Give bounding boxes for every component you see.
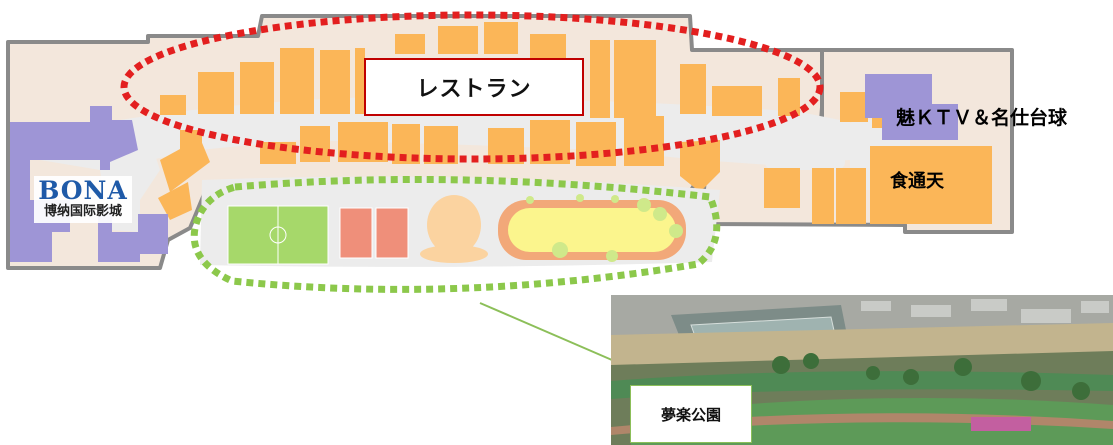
east-walkway [765,140,845,170]
soccer-center-circle [269,226,287,244]
plaza-base [420,245,488,263]
park-leader-line [479,302,613,361]
park-photo-illustration [611,295,1113,445]
park-label: 夢楽公園 [630,385,752,443]
restaurant-label: レストラン [364,58,584,116]
cinema-logo: BONA 博纳国际影城 [34,176,132,223]
tennis-court-2 [375,207,409,259]
garden-trees [526,194,683,262]
park-photo [611,295,1113,445]
central-garden [508,208,676,252]
cinema-brand: BONA [38,176,128,205]
restaurant-zone-outline [120,11,824,163]
park-zone-outline [190,175,721,293]
cinema-chinese-name: 博纳国际影城 [43,204,122,219]
ktv-label: 魅ＫＴＶ＆名仕台球 [896,107,1068,129]
circular-plaza [427,195,481,255]
tennis-court-1 [339,207,373,259]
food-court-label: 食通天 [890,171,944,192]
ktv-area [865,74,958,140]
